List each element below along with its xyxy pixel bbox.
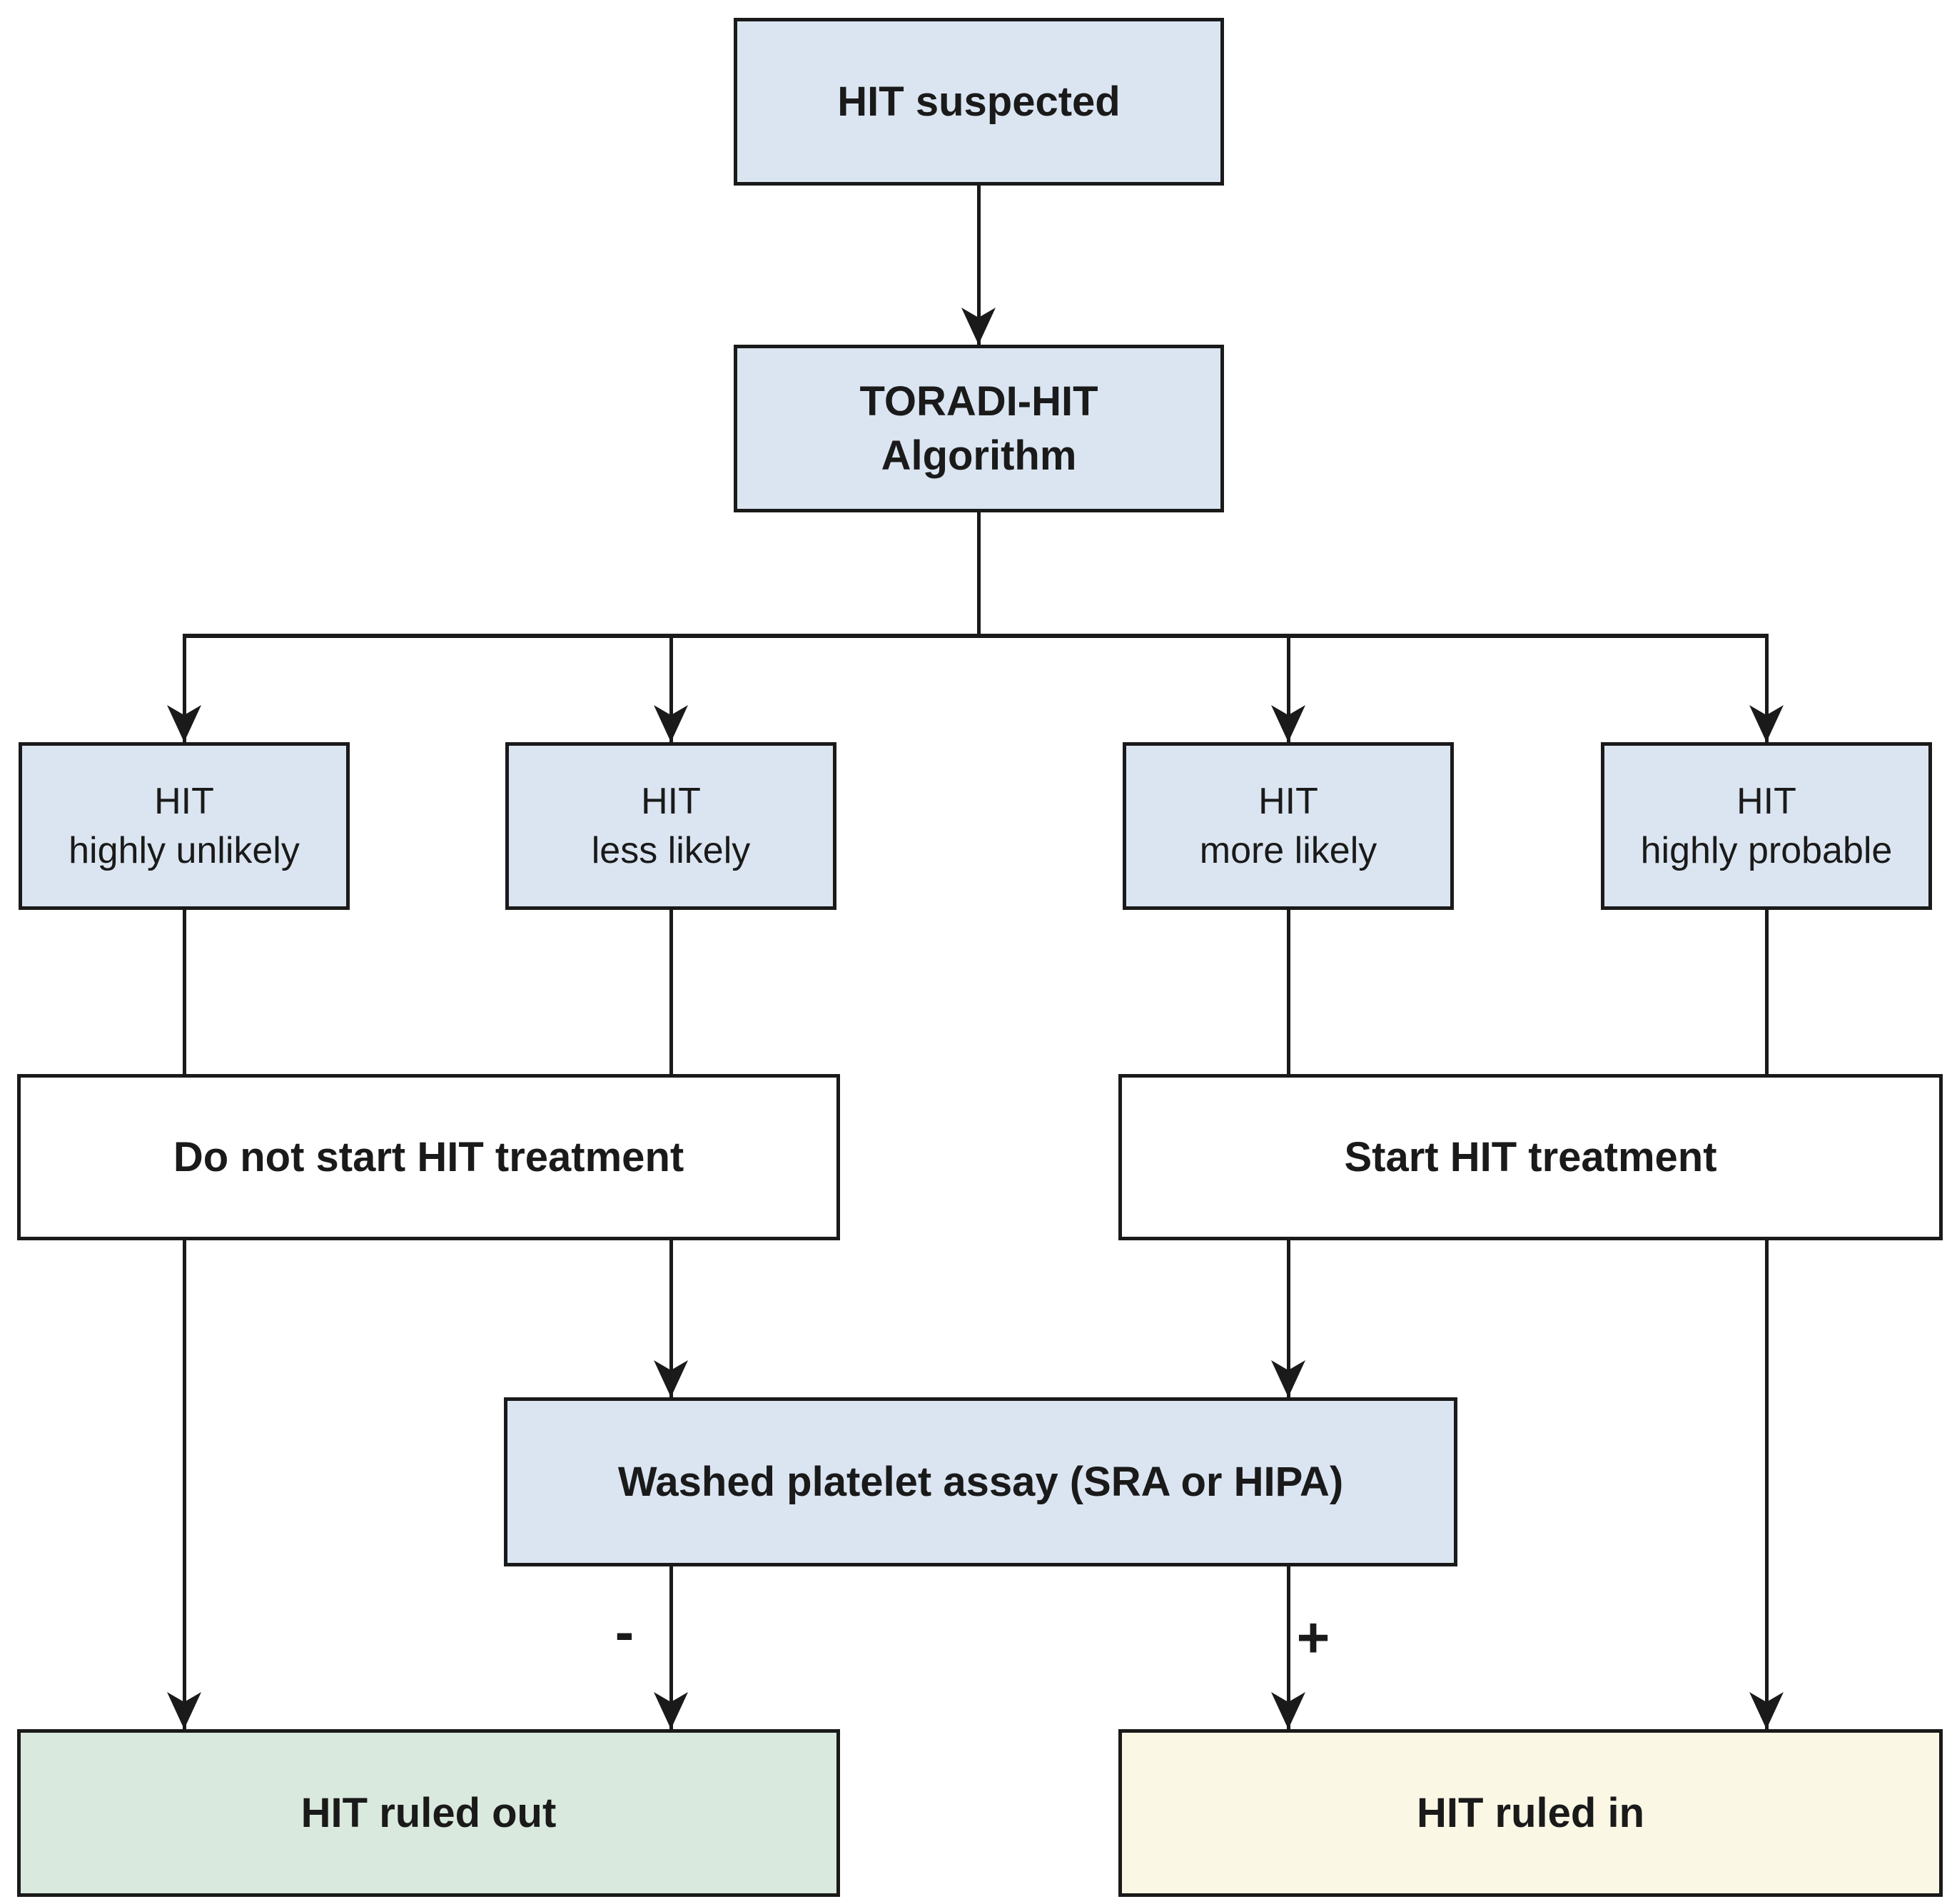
node-hit-highly-unlikely: HIT highly unlikely — [19, 742, 350, 910]
connector-suspected-to-algorithm — [977, 184, 981, 346]
arrowhead-into-ruled-out-right — [654, 1692, 688, 1729]
assay-positive-label: + — [1296, 1606, 1330, 1669]
branch-bar — [183, 634, 1769, 638]
arrowhead-into-highly-probable — [1749, 705, 1784, 742]
drop-to-less-likely — [669, 635, 673, 742]
node-start-hit-treatment: Start HIT treatment — [1118, 1074, 1943, 1240]
arrowhead-into-less-likely — [654, 705, 688, 742]
line-highly-probable-to-ruled-in — [1765, 908, 1769, 1729]
assay-negative-label: - — [615, 1600, 634, 1664]
arrowhead-into-assay-right — [1271, 1360, 1305, 1397]
line-highly-unlikely-to-ruled-out — [183, 908, 186, 1729]
node-hit-less-likely: HIT less likely — [505, 742, 836, 910]
node-hit-ruled-in: HIT ruled in — [1118, 1729, 1943, 1897]
node-hit-suspected: HIT suspected — [734, 18, 1224, 186]
arrowhead-into-ruled-out-left — [167, 1692, 201, 1729]
connector-algorithm-stem — [977, 511, 981, 637]
drop-to-highly-unlikely — [183, 635, 186, 742]
arrowhead-into-ruled-in-right — [1749, 1692, 1784, 1729]
arrowhead-into-ruled-in-left — [1271, 1692, 1305, 1729]
arrowhead-into-highly-unlikely — [167, 705, 201, 742]
node-do-not-start-hit-treatment: Do not start HIT treatment — [17, 1074, 840, 1240]
node-toradi-hit-algorithm: TORADI-HIT Algorithm — [734, 345, 1224, 512]
node-hit-highly-probable: HIT highly probable — [1601, 742, 1932, 910]
arrowhead-into-assay-left — [654, 1360, 688, 1397]
arrowhead-into-more-likely — [1271, 705, 1305, 742]
drop-to-more-likely — [1287, 635, 1290, 742]
line-assay-to-ruled-in — [1287, 1565, 1290, 1729]
node-hit-ruled-out: HIT ruled out — [17, 1729, 840, 1897]
arrowhead-into-algorithm — [961, 308, 996, 345]
node-hit-more-likely: HIT more likely — [1123, 742, 1454, 910]
node-washed-platelet-assay: Washed platelet assay (SRA or HIPA) — [504, 1397, 1457, 1566]
line-assay-to-ruled-out — [669, 1565, 673, 1729]
drop-to-highly-probable — [1765, 635, 1769, 742]
